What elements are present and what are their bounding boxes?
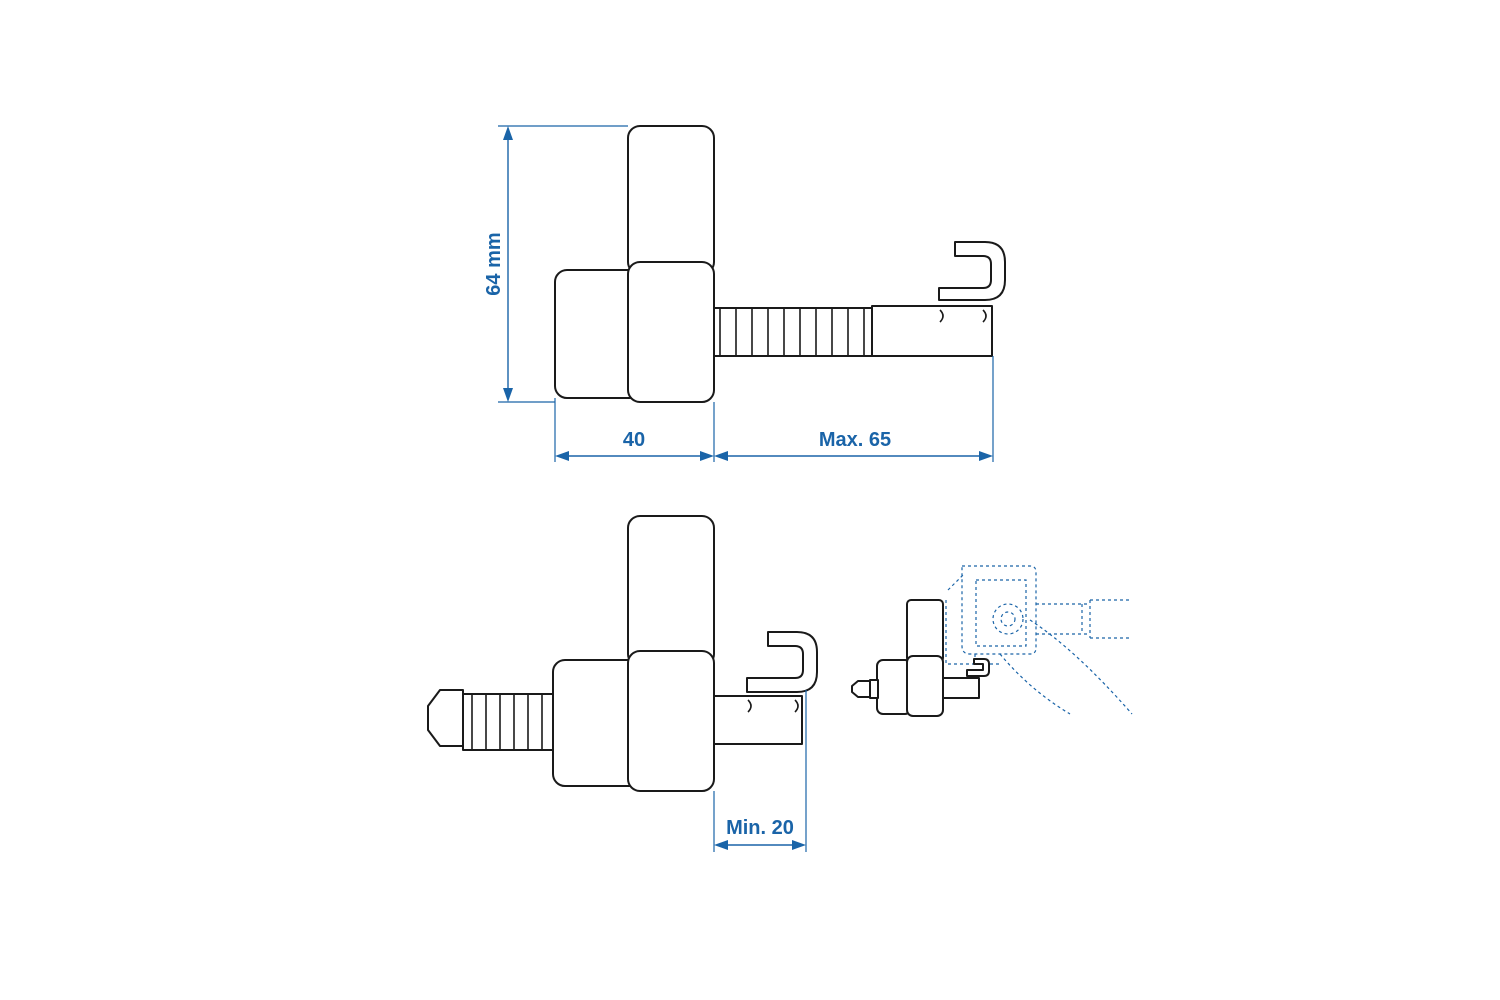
- small-knob-front: [906, 655, 944, 717]
- min-reach-label: Min. 20: [726, 817, 794, 839]
- bottom-hook-notch: [747, 699, 799, 713]
- bottom-thread-lines: [471, 694, 543, 750]
- bottom-threaded-spindle: [462, 693, 556, 751]
- small-shaft: [942, 677, 980, 699]
- max-reach-label: Max. 65: [819, 429, 891, 451]
- bottom-hook: [746, 631, 818, 693]
- small-spindle: [869, 679, 879, 699]
- max-reach-dimension: Max. 65: [714, 429, 993, 461]
- knob-width-dimension: 40: [554, 356, 994, 462]
- top-plain-shaft: [871, 305, 993, 357]
- top-knob-front: [627, 261, 715, 403]
- usage-illustration: [851, 565, 1133, 717]
- bottom-view-tool: [427, 515, 818, 792]
- bottom-knob-front: [627, 650, 715, 792]
- bottom-plain-shaft: [713, 695, 803, 745]
- min-reach-dimension: Min. 20: [713, 690, 807, 852]
- top-hook: [938, 241, 1006, 301]
- top-hook-notch: [939, 309, 987, 323]
- small-tool: [851, 599, 990, 717]
- small-handle: [906, 599, 944, 663]
- height-dimension: 64 mm: [483, 125, 628, 403]
- top-threaded-spindle: [713, 307, 873, 357]
- top-thread-lines: [719, 308, 865, 356]
- small-tip: [851, 680, 872, 698]
- small-hook: [966, 658, 990, 677]
- knob-width-label: 40: [623, 429, 645, 451]
- dashed-caliper-outline: [918, 565, 1133, 715]
- bottom-handle-upper: [627, 515, 715, 667]
- height-dimension-label: 64 mm: [483, 232, 505, 295]
- small-knob-rear: [876, 659, 912, 715]
- bottom-tapered-tip: [427, 689, 464, 747]
- top-view-tool: [554, 125, 1006, 403]
- top-handle-upper: [627, 125, 715, 275]
- top-spindle-body: [713, 307, 873, 357]
